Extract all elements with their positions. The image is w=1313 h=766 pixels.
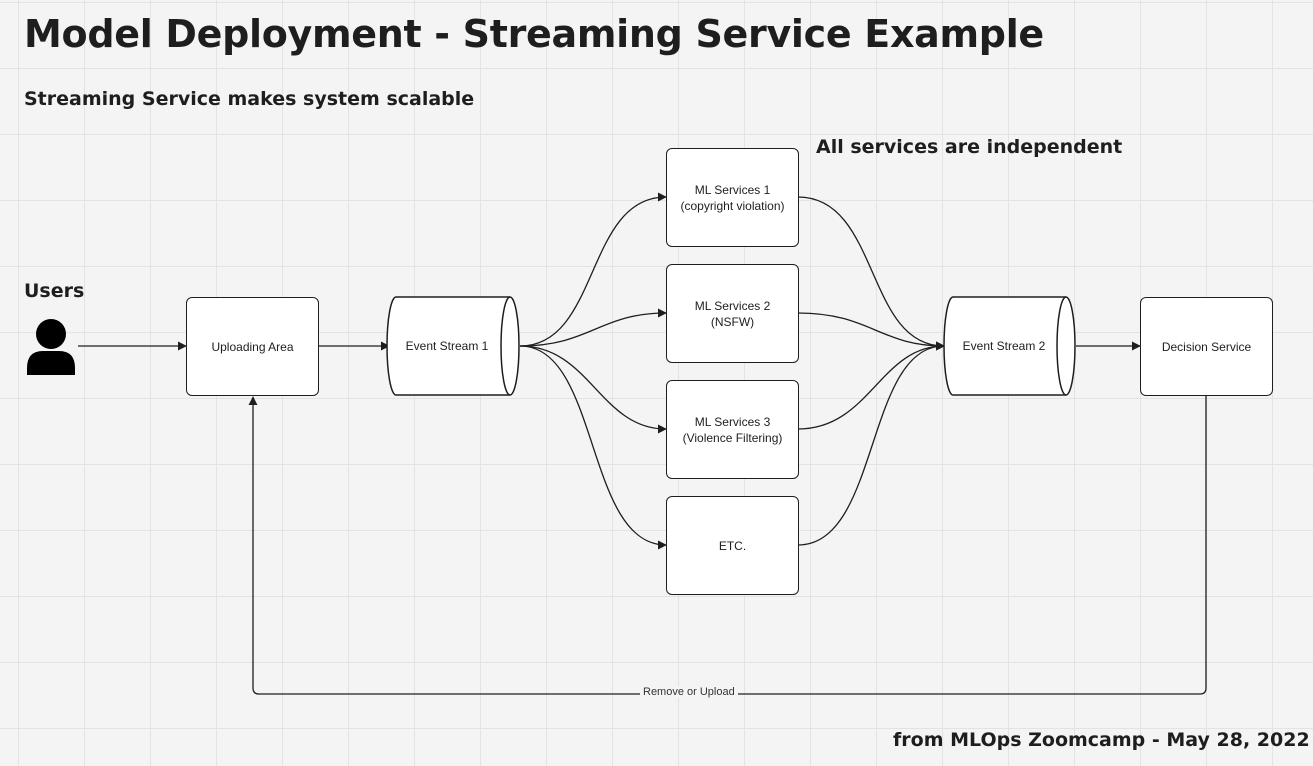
users-label: Users [24, 280, 85, 302]
decision-service-node: Decision Service [1140, 297, 1273, 396]
ml-service-etc-node: ETC. [666, 496, 799, 595]
feedback-edge-label: Remove or Upload [640, 686, 738, 698]
user-icon [27, 319, 75, 375]
ml-service-2-node: ML Services 2 (NSFW) [666, 264, 799, 363]
footer-credit: from MLOps Zoomcamp - May 28, 2022 [893, 729, 1310, 751]
event-stream-1-node: Event Stream 1 [405, 339, 489, 353]
page-title: Model Deployment - Streaming Service Exa… [24, 12, 1044, 56]
edge-stream1-to-etc [519, 345, 667, 550]
edge-stream1-to-ml2 [519, 308, 667, 347]
uploading-area-node: Uploading Area [186, 297, 319, 396]
ml-service-3-node: ML Services 3 (Violence Filtering) [666, 380, 799, 479]
event-stream-2-node: Event Stream 2 [962, 339, 1046, 353]
ml-service-1-node: ML Services 1 (copyright violation) [666, 148, 799, 247]
edge-stream1-to-ml3 [519, 345, 667, 434]
edge-stream1-to-ml1 [519, 192, 667, 347]
event-stream-2-shape [943, 296, 1076, 396]
edge-ml3-to-stream2 [797, 341, 945, 430]
edge-ml2-to-stream2 [797, 312, 945, 351]
page-subtitle: Streaming Service makes system scalable [24, 88, 475, 110]
edge-ml1-to-stream2 [797, 196, 945, 351]
edge-etc-to-stream2 [797, 341, 945, 546]
independence-note: All services are independent [816, 136, 1123, 158]
event-stream-1-shape [386, 296, 520, 396]
